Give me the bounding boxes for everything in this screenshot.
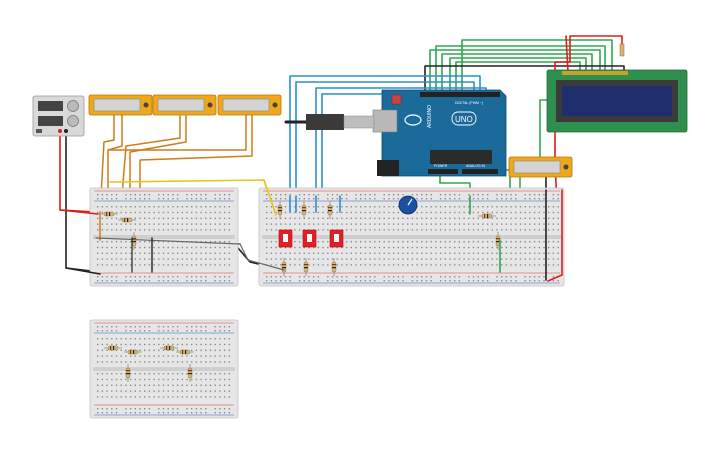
analog-pins-label: ANALOG IN <box>466 164 486 168</box>
usb-port <box>372 109 398 133</box>
voltage-knob[interactable] <box>67 100 79 112</box>
arduino-brand: ARDUINO <box>427 105 433 128</box>
power-pins-label: POWER <box>434 164 448 168</box>
breadboard-main[interactable] <box>258 187 565 287</box>
resistor[interactable] <box>277 201 283 219</box>
resistor[interactable] <box>104 345 122 351</box>
analog-header <box>462 169 498 174</box>
resistor[interactable] <box>331 258 337 276</box>
switch-1[interactable] <box>278 229 293 248</box>
arduino-model: UNO <box>455 115 473 124</box>
power-header <box>428 169 458 174</box>
resistor[interactable] <box>160 345 178 351</box>
usb-plug <box>306 114 375 130</box>
resistor[interactable] <box>124 349 142 355</box>
breadboard-left[interactable] <box>89 187 239 287</box>
wire-overlays <box>59 179 563 282</box>
power-jack <box>377 160 399 176</box>
resistors <box>100 201 501 382</box>
meter-4[interactable] <box>508 156 573 178</box>
lcd-display[interactable] <box>546 69 688 133</box>
arduino-logo-icon <box>404 114 422 126</box>
switch-3[interactable] <box>329 229 344 248</box>
lcd-pin-header <box>562 71 628 75</box>
resistor[interactable] <box>118 217 136 223</box>
resistor[interactable] <box>303 258 309 276</box>
arduino-uno[interactable]: ARDUINO UNO DIGITAL (PWM ~) POWER ANALOG… <box>372 89 507 177</box>
resistor[interactable] <box>125 364 131 382</box>
resistor[interactable] <box>187 364 193 382</box>
breadboard-holes <box>266 194 559 282</box>
meter-3[interactable] <box>217 94 282 116</box>
meter-2[interactable] <box>152 94 217 116</box>
resistor[interactable] <box>478 213 496 219</box>
resistor[interactable] <box>301 201 307 219</box>
breadboard-holes <box>97 326 230 414</box>
current-knob[interactable] <box>67 115 79 127</box>
lcd-resistor[interactable] <box>619 43 625 57</box>
resistor[interactable] <box>327 201 333 219</box>
breadboard-bottom[interactable] <box>89 319 239 419</box>
reset-button[interactable] <box>391 94 402 105</box>
resistor[interactable] <box>100 211 118 217</box>
meter-wires[interactable] <box>99 113 253 237</box>
digital-pins-label: DIGITAL (PWM ~) <box>455 101 483 105</box>
meter-1[interactable] <box>88 94 153 116</box>
potentiometer[interactable] <box>398 195 418 215</box>
switch-2[interactable] <box>302 229 317 248</box>
atmega-chip <box>430 150 492 164</box>
resistor[interactable] <box>176 349 194 355</box>
digital-header <box>420 92 500 97</box>
power-supply[interactable] <box>32 95 85 137</box>
resistor[interactable] <box>281 258 287 276</box>
